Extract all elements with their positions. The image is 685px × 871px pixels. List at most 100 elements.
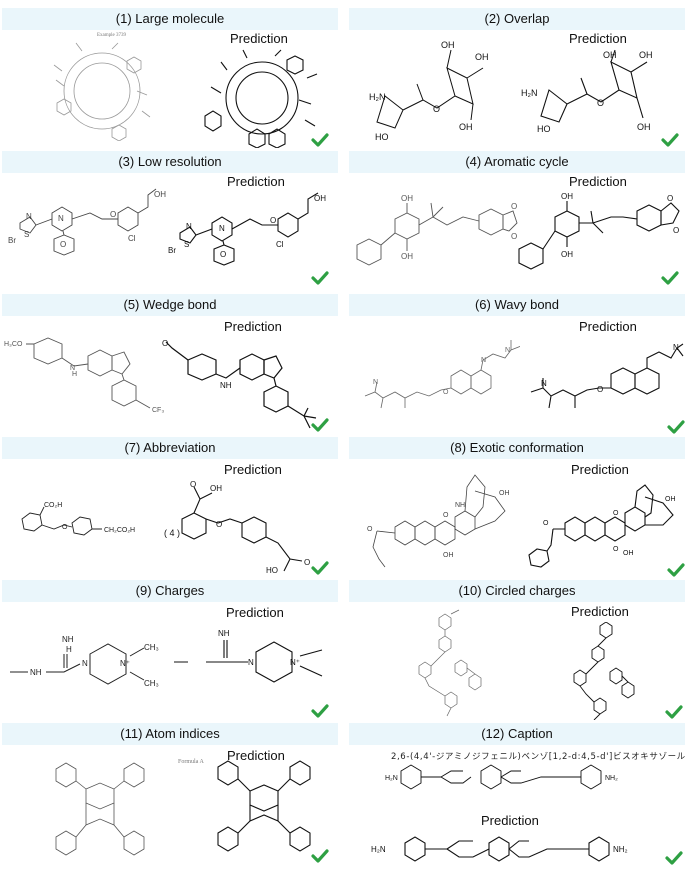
oxygen-atom-label: O <box>62 524 68 531</box>
predicted-molecule-image: OH O O O HO <box>181 480 310 574</box>
panel-exotic-conformation: (8) Exotic conformation Prediction O O O… <box>349 437 685 577</box>
example-label: Example 3739 <box>97 33 127 38</box>
correct-check-icon <box>311 418 329 432</box>
oxygen-atom-label: O <box>443 389 449 396</box>
predicted-molecule-image: H₂N HO OH OH OH O <box>521 49 653 134</box>
formula-label: Formula A <box>178 759 204 765</box>
hydroxyl-atom-label: OH <box>603 50 617 60</box>
bromine-atom-label: Br <box>8 236 16 245</box>
oxygen-atom-label: O <box>443 512 449 519</box>
panel-circled-charges: (10) Circled charges Prediction <box>349 580 685 720</box>
panel-title: (3) Low resolution <box>2 151 338 173</box>
correct-check-icon <box>661 133 679 147</box>
input-molecule-image: O O OH NH OH <box>367 474 510 568</box>
oxygen-atom-label: O <box>110 210 116 219</box>
hydroxyl-atom-label: OH <box>210 484 222 493</box>
panel-title: (11) Atom indices <box>2 723 338 745</box>
input-molecule-image: H₂N HO OH OH OH O <box>369 40 489 142</box>
panel-low-resolution: (3) Low resolution Prediction Br N S N O… <box>2 151 338 288</box>
input-molecule-image: N O N N <box>364 340 520 409</box>
panel-title: (2) Overlap <box>349 8 685 30</box>
methoxy-group-label: H₃CO <box>4 341 23 348</box>
compound-number-label: ( 4 ) <box>164 528 181 538</box>
predicted-molecule-image <box>573 622 635 720</box>
prediction-label: Prediction <box>226 605 284 620</box>
nitrogen-atom-label: N <box>26 212 32 221</box>
amine-atom-label: NH₂ <box>605 775 618 782</box>
hydrogen-atom-label: H <box>66 645 72 654</box>
predicted-molecule-image: N O N <box>530 343 684 409</box>
panel-charges: (9) Charges Prediction NH NH H N N⁺ CH₃ … <box>2 580 338 718</box>
nitrogen-atom-label: N <box>505 347 510 354</box>
oxygen-atom-label: O <box>220 250 226 259</box>
predicted-molecule-image: NH N N⁺ <box>174 629 323 683</box>
oxygen-atom-label: O <box>60 240 66 249</box>
bromine-atom-label: Br <box>168 246 176 255</box>
chlorine-atom-label: Cl <box>276 240 284 249</box>
nitrogen-atom-label: N <box>373 379 378 386</box>
nitrogen-atom-label: N <box>481 357 486 364</box>
predicted-molecule-image: O O O OH OH <box>528 484 676 568</box>
amine-atom-label: H₂N <box>369 92 386 102</box>
hydroxyl-atom-label: HO <box>537 124 551 134</box>
panel-title: (1) Large molecule <box>2 8 338 30</box>
caption-text: 2,6-(4,4'-ジアミノジフェニル)ベンゾ[1,2-d:4,5-d']ビスオ… <box>391 752 685 762</box>
nitrogen-atom-label: N <box>541 379 547 388</box>
predicted-molecule-image <box>217 760 311 852</box>
methyl-group-label: CH₃ <box>144 643 159 652</box>
prediction-label: Prediction <box>571 604 629 619</box>
hydroxyl-atom-label: OH <box>637 122 651 132</box>
prediction-label: Prediction <box>481 813 539 828</box>
panel-title: (8) Exotic conformation <box>349 437 685 459</box>
panel-overlap: (2) Overlap Prediction H₂N HO OH OH OH O… <box>349 8 685 147</box>
predicted-molecule-image <box>204 49 318 148</box>
panel-title: (6) Wavy bond <box>349 294 685 316</box>
quaternary-nitrogen-label: N⁺ <box>290 658 300 667</box>
prediction-label: Prediction <box>224 319 282 334</box>
hydroxyl-atom-label: OH <box>499 490 510 497</box>
correct-check-icon <box>667 420 685 434</box>
nitrogen-atom-label: N <box>82 659 88 668</box>
oxygen-atom-label: O <box>673 226 679 235</box>
hydroxyl-atom-label: OH <box>401 194 413 203</box>
amine-atom-label: H₂N <box>371 845 386 854</box>
amine-atom-label: H₂N <box>521 88 538 98</box>
sulfur-atom-label: S <box>184 240 189 249</box>
nitrogen-atom-label: N <box>70 365 75 372</box>
sulfur-atom-label: S <box>24 230 29 239</box>
panel-title: (4) Aromatic cycle <box>349 151 685 173</box>
prediction-label: Prediction <box>579 319 637 334</box>
nitrogen-atom-label: N <box>186 222 192 231</box>
correct-check-icon <box>311 561 329 575</box>
hydroxyl-atom-label: OH <box>154 190 166 199</box>
panel-wedge-bond: (5) Wedge bond Prediction H₃CO H N CF₃ <box>2 294 338 432</box>
nitrogen-atom-label: N <box>248 658 254 667</box>
carboxylic-acid-label: CO₂H <box>44 502 62 509</box>
input-molecule-image <box>53 42 151 141</box>
correct-check-icon <box>665 851 683 865</box>
correct-check-icon <box>661 271 679 285</box>
panel-wavy-bond: (6) Wavy bond Prediction N O N N N <box>349 294 685 434</box>
input-molecule-image <box>418 609 482 717</box>
input-molecule-image: OH OH O O <box>356 194 518 266</box>
prediction-label: Prediction <box>571 462 629 477</box>
oxygen-atom-label: O <box>543 520 549 527</box>
oxygen-atom-label: O <box>190 480 196 489</box>
panel-title: (10) Circled charges <box>349 580 685 602</box>
prediction-label: Prediction <box>569 31 627 46</box>
panel-aromatic-cycle: (4) Aromatic cycle Prediction OH OH O O <box>349 151 685 288</box>
oxygen-atom-label: O <box>613 546 619 553</box>
prediction-label: Prediction <box>227 748 285 763</box>
oxygen-atom-label: O <box>367 526 373 533</box>
hydroxyl-atom-label: OH <box>459 122 473 132</box>
oxygen-atom-label: O <box>216 520 222 529</box>
nitrogen-atom-label: N <box>219 224 225 233</box>
hydroxyl-atom-label: HO <box>266 566 278 574</box>
amine-atom-label: NH <box>220 381 232 390</box>
oxygen-atom-label: O <box>511 202 517 211</box>
amine-atom-label: NH <box>30 668 42 677</box>
hydroxyl-atom-label: OH <box>639 50 653 60</box>
panel-large-molecule: (1) Large molecule Example 3739 Predicti… <box>2 8 338 148</box>
correct-check-icon <box>311 133 329 147</box>
